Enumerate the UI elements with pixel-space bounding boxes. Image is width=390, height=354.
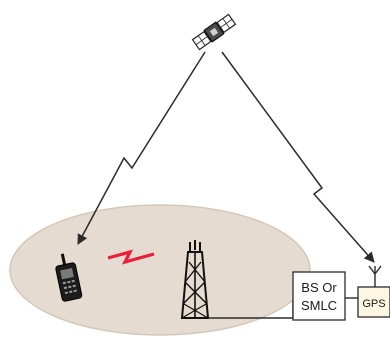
wireless-signal-icon [107, 249, 155, 265]
bs-smlc-box: BS Or SMLC [292, 271, 346, 321]
bs-box-line2: SMLC [301, 298, 337, 313]
coverage-area [9, 204, 311, 336]
gps-antenna-icon [368, 265, 382, 287]
gps-box-label: GPS [362, 298, 385, 310]
cell-tower-icon [180, 240, 210, 319]
mobile-phone-icon [55, 253, 83, 302]
gps-box: GPS [357, 286, 390, 318]
satellite-to-phone-signal [77, 51, 206, 245]
satellite-to-gps-signal [221, 51, 375, 263]
satellite-icon [191, 13, 237, 51]
bs-box-line1: BS Or [301, 280, 337, 295]
